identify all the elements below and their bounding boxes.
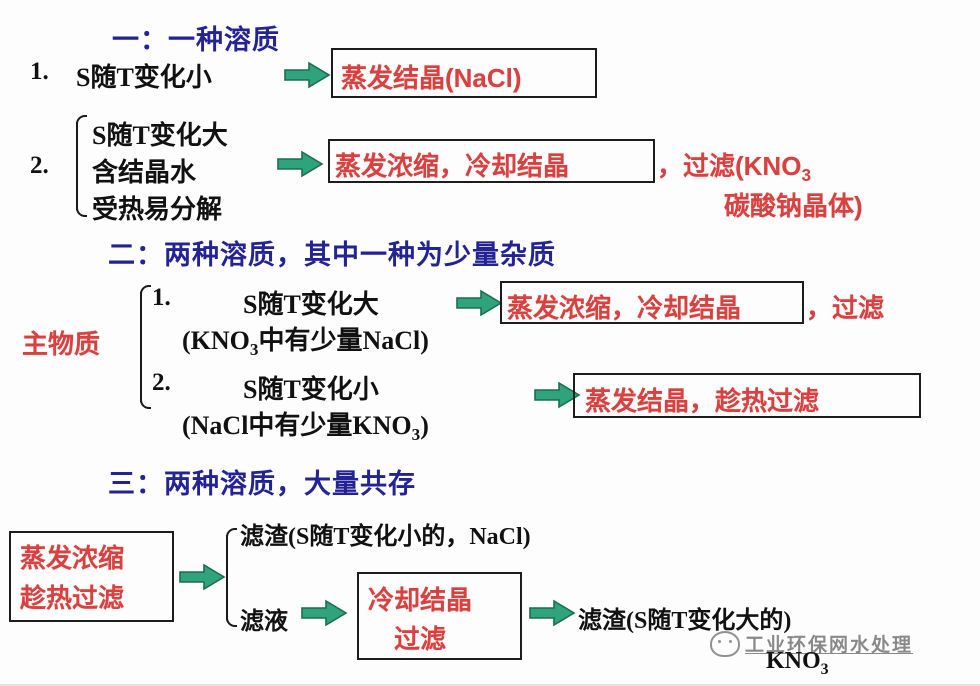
section-one-item2-result-line2: 碳酸钠晶体): [724, 191, 863, 221]
site-watermark: 工业环保网水处理: [710, 630, 913, 657]
section-three-start-box-line2: 趁热过滤: [20, 583, 125, 613]
right-arrow-icon: [528, 598, 576, 633]
section-two-item2-result-label: 蒸发结晶，趁热过滤: [585, 386, 820, 416]
section-one-item1-result-box: [331, 48, 597, 98]
section-two-item1-detail: (KNO3中有少量NaCl): [182, 320, 429, 360]
section-one-item2-condition-1: S随T变化大: [92, 121, 228, 150]
section-one-item2-result-label: 蒸发浓缩，冷却结晶: [335, 151, 570, 181]
section-three-branch-bottom-label: 滤液: [240, 609, 288, 635]
section-three-cooling-box-line1: 冷却结晶: [368, 585, 473, 615]
section-two-item2-condition: S随T变化小: [243, 375, 379, 404]
section-two-heading: 二：两种溶质，其中一种为少量杂质: [108, 240, 556, 270]
section-one-item2-result-tail: ，过滤(KNO3: [657, 146, 811, 186]
detail-subscript: 3: [249, 340, 259, 360]
section-one-item1-result-label: 蒸发结晶(NaCl): [341, 63, 522, 93]
section-two-item1-condition: S随T变化大: [243, 290, 379, 319]
section-one-item2-condition-3: 受热易分解: [92, 195, 223, 224]
detail-post: 中有少量NaCl): [258, 326, 429, 355]
section-three-cooling-box: [357, 572, 522, 660]
right-arrow-icon: [533, 380, 581, 415]
section-one-item1-condition: S随T变化小: [76, 63, 212, 92]
watermark-text: 工业环保网水处理: [745, 635, 914, 656]
output-subscript: 3: [820, 660, 829, 678]
section-three-start-box-line1: 蒸发浓缩: [20, 543, 125, 573]
tail-subscript: 3: [801, 165, 811, 186]
section-three-output-line2: KNO3: [766, 648, 829, 679]
right-arrow-icon: [178, 562, 226, 597]
section-two-item1-result-box: [500, 281, 804, 324]
section-three-cooling-box-line2: 过滤: [394, 624, 447, 654]
section-three-heading: 三：两种溶质，大量共存: [108, 469, 416, 499]
section-one-item2-brace: [75, 115, 87, 217]
section-one-item2-number: 2.: [30, 152, 49, 179]
section-one-item2-result-box: [328, 139, 655, 183]
section-two-item1-result-label: 蒸发浓缩，冷却结晶: [507, 293, 742, 323]
section-three-start-box: [9, 531, 174, 622]
section-two-item2-detail: (NaCl中有少量KNO3): [182, 405, 429, 445]
section-three-branch-top-label: 滤渣(S随T变化小的，NaCl): [240, 524, 531, 550]
section-three-split-brace: [225, 528, 237, 627]
section-two-group-label: 主物质: [22, 329, 101, 359]
detail-pre: (NaCl中有少量KNO: [182, 411, 412, 440]
right-arrow-icon: [455, 288, 503, 323]
right-arrow-icon: [300, 598, 348, 633]
panda-face-icon: [710, 630, 740, 657]
detail-post: ): [420, 411, 429, 440]
section-two-item1-number: 1.: [152, 284, 171, 311]
section-two-item2-result-box: [573, 373, 921, 418]
section-two-group-brace: [139, 285, 151, 409]
section-one-item2-condition-2: 含结晶水: [92, 158, 197, 187]
section-two-item2-number: 2.: [152, 369, 171, 396]
section-one-heading: 一：一种溶质: [112, 25, 280, 55]
detail-subscript: 3: [411, 425, 421, 445]
section-two-item1-result-tail: ，过滤: [806, 293, 885, 323]
section-three-output-line1: 滤渣(S随T变化大的): [578, 608, 792, 634]
tail-text: ，过滤(KNO: [657, 151, 802, 181]
right-arrow-icon: [283, 60, 331, 95]
bottom-divider: [0, 684, 980, 686]
right-arrow-icon: [276, 149, 324, 184]
section-one-item1-number: 1.: [30, 58, 49, 85]
detail-pre: (KNO: [182, 326, 250, 355]
output-formula: KNO: [766, 648, 821, 674]
